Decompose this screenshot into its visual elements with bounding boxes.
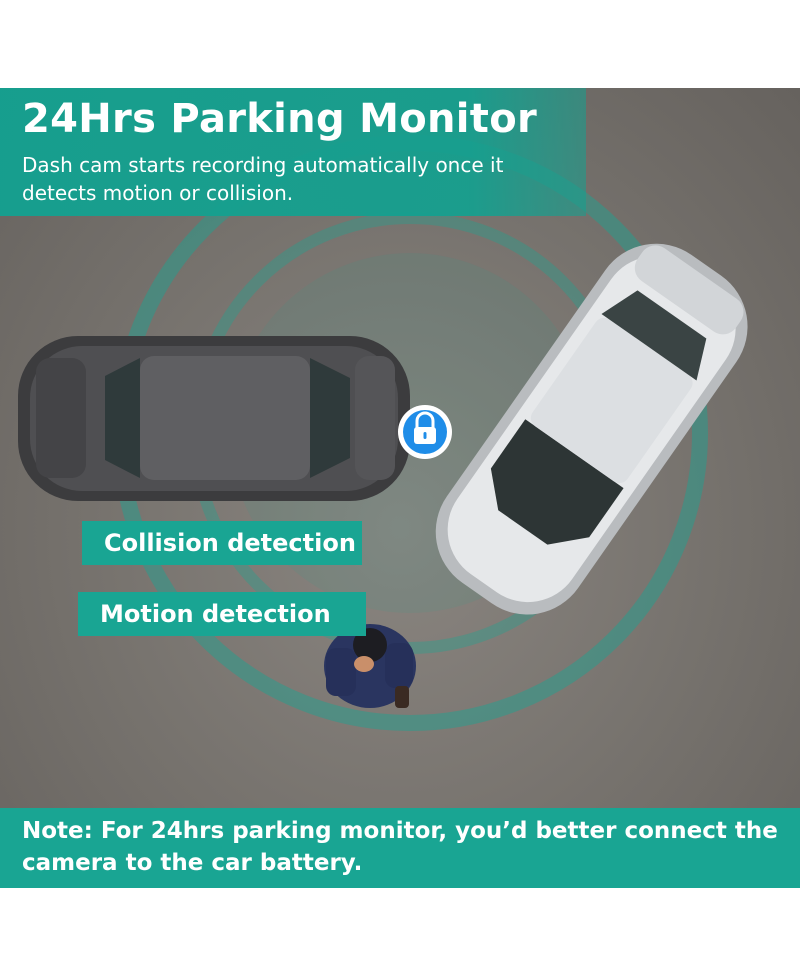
- header-banner: [0, 88, 586, 216]
- scene-illustration: [18, 135, 748, 731]
- footer-banner: [0, 808, 800, 888]
- motion-detection-label: Motion detection: [78, 592, 366, 636]
- page-subtitle: Dash cam starts recording automatically …: [22, 153, 504, 205]
- parking-scene: [0, 88, 800, 888]
- dark-car: [18, 336, 410, 501]
- silver-car: [435, 243, 748, 615]
- person-figure: [324, 624, 416, 708]
- collision-detection-label: Collision detection: [82, 521, 362, 565]
- page-title: 24Hrs Parking Monitor: [22, 96, 538, 142]
- lock-badge: [398, 405, 452, 459]
- footer-note: Note: For 24hrs parking monitor, you’d b…: [22, 818, 778, 876]
- lock-icon: [398, 405, 452, 459]
